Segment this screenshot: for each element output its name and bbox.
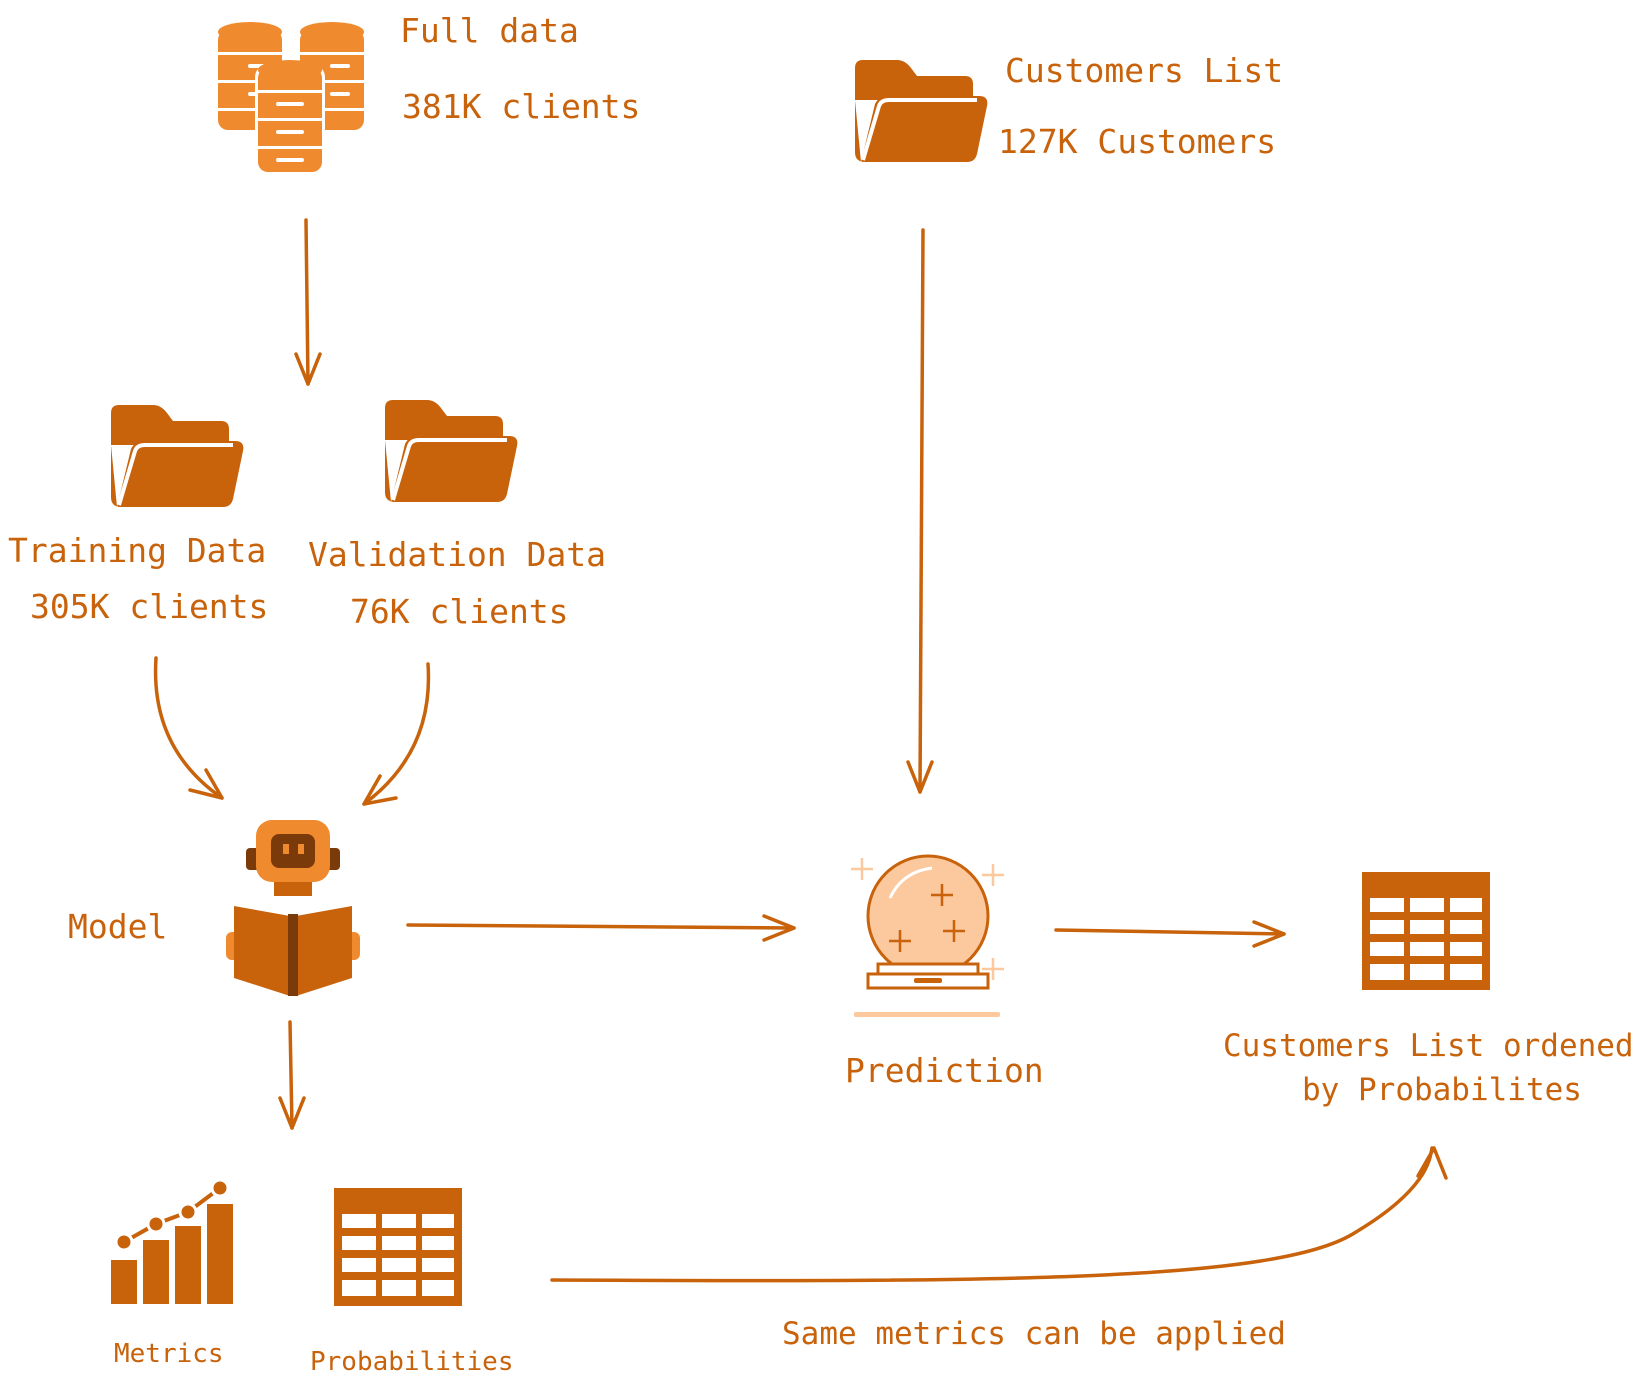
robot-reading-icon	[226, 820, 360, 996]
training-data-title: Training Data	[8, 531, 266, 570]
crystal-ball-icon	[851, 854, 1004, 1017]
table-icon	[334, 1188, 462, 1306]
validation-data-count: 76K clients	[350, 592, 569, 631]
edge-label-same-metrics: Same metrics can be applied	[782, 1316, 1286, 1352]
training-data-count: 305K clients	[30, 587, 268, 626]
arrow-probabilities-to-ordered-list	[550, 1146, 1448, 1283]
arrow-training-to-model	[153, 656, 224, 800]
ordered-list-line1: Customers List ordened	[1223, 1028, 1634, 1064]
customers-list-count: 127K Customers	[998, 122, 1276, 161]
table-icon	[1362, 872, 1490, 990]
bar-chart-icon	[111, 1178, 233, 1304]
prediction-label: Prediction	[845, 1051, 1044, 1090]
arrow-validation-to-model	[362, 662, 431, 806]
full-data-title: Full data	[400, 11, 579, 50]
folder-icon	[385, 400, 518, 502]
database-icon	[218, 22, 364, 175]
arrow-customers-to-prediction	[906, 228, 934, 794]
arrow-model-to-prediction	[406, 914, 796, 942]
folder-icon	[855, 60, 988, 162]
probabilities-label: Probabilities	[310, 1347, 514, 1377]
ordered-list-line2: by Probabilites	[1302, 1072, 1582, 1108]
folder-icon	[111, 405, 244, 507]
arrow-full-to-split	[294, 218, 322, 386]
validation-data-title: Validation Data	[308, 535, 606, 574]
metrics-label: Metrics	[114, 1339, 224, 1369]
model-label: Model	[68, 907, 167, 946]
full-data-count: 381K clients	[402, 87, 640, 126]
customers-list-title: Customers List	[1005, 51, 1283, 90]
arrow-model-to-outputs	[278, 1020, 306, 1130]
arrow-prediction-to-ordered-list	[1054, 920, 1286, 948]
